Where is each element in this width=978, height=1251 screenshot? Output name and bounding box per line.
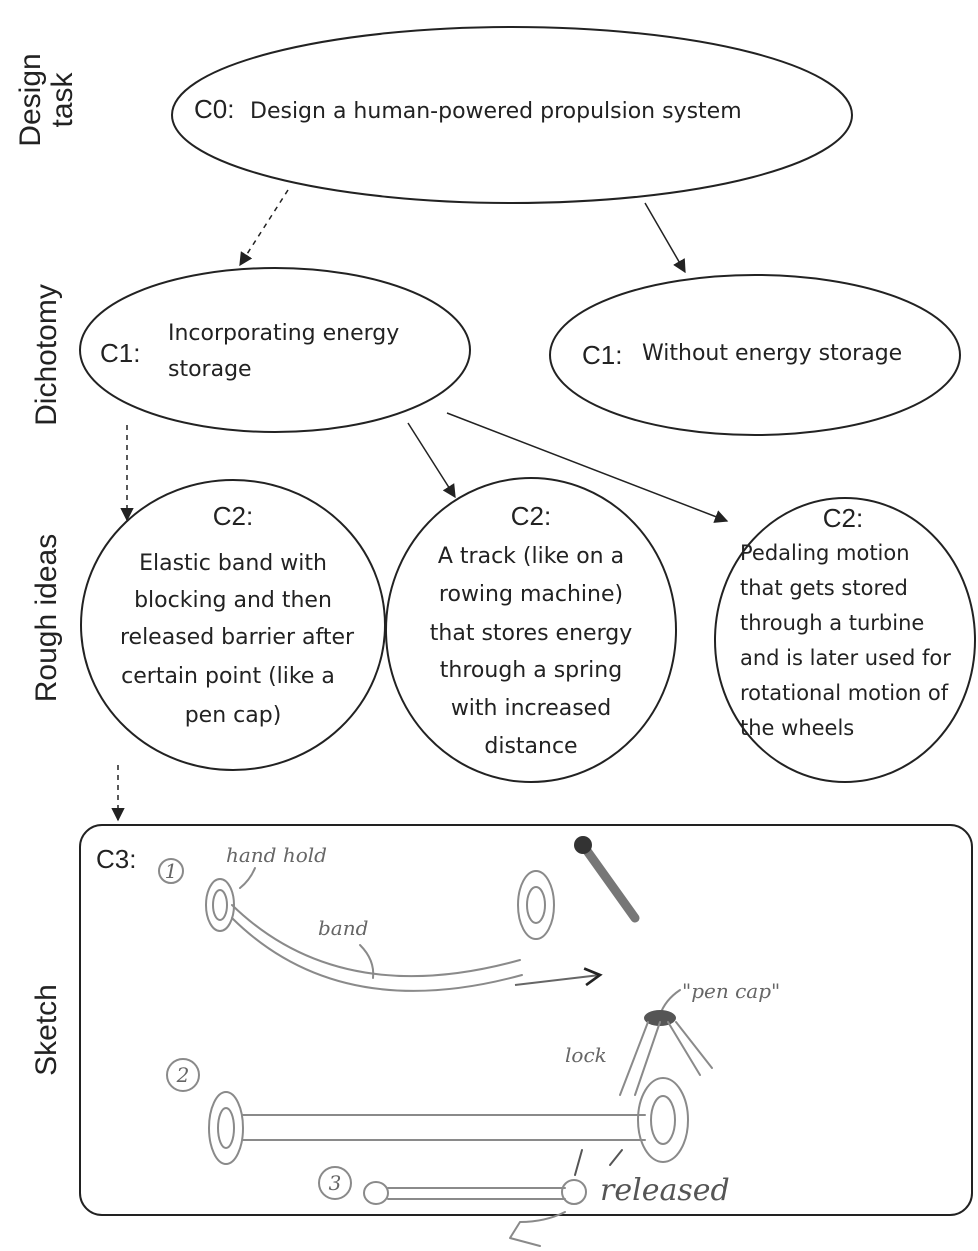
band-pointer: [359, 944, 375, 979]
node-c1-right: C1: Without energy storage: [549, 274, 961, 436]
lock-legs: [619, 1021, 713, 1096]
node-c2-c-tag: C2:: [823, 503, 863, 533]
node-c2-b-line6: distance: [484, 734, 577, 759]
row-label-sketch: Sketch: [30, 984, 63, 1076]
node-c2-c: C2: Pedaling motion that gets stored thr…: [714, 497, 976, 783]
node-c2-b-circle: [385, 477, 677, 783]
node-c3-tag: C3:: [96, 844, 136, 874]
step-2-marker: [166, 1058, 200, 1092]
node-c2-a: C2: Elastic band with blocking and then …: [80, 479, 386, 771]
sketch-step-1: 1 hand hold band: [158, 843, 555, 992]
pen-cap-head: [574, 836, 592, 854]
hand-hold-pointer: [239, 867, 256, 889]
node-c1-right-ellipse: [549, 274, 961, 436]
node-c2-b-tag: C2:: [511, 501, 551, 531]
pen-cap-note: "pen cap": [682, 979, 780, 1003]
step-1-left-grip-inner: [212, 889, 228, 921]
step-1-number: 1: [165, 859, 178, 883]
node-c2-a-line5: pen cap): [185, 703, 282, 728]
node-c3-frame: [79, 824, 973, 1216]
step-2-left-grip-inner: [217, 1107, 235, 1149]
step-2-left-grip: [208, 1091, 244, 1165]
node-c1-right-tag: C1:: [582, 340, 622, 370]
row-label-rough-ideas: Rough ideas: [30, 534, 63, 702]
step-3-number: 3: [329, 1171, 342, 1195]
step-2-number: 2: [176, 1063, 190, 1087]
node-c2-a-circle: [80, 479, 386, 771]
row-label-dichotomy: Dichotomy: [30, 284, 63, 426]
pen-cap-icon: [574, 836, 640, 923]
node-c1-left-line2: storage: [168, 357, 252, 382]
node-c2-c-circle: [714, 497, 976, 783]
node-c2-a-line2: blocking and then: [134, 588, 332, 613]
step-1-right-grip-inner: [526, 886, 546, 924]
step-1-left-grip: [205, 878, 235, 932]
node-c2-a-line1: Elastic band with: [139, 551, 327, 576]
step-1-marker: [158, 858, 184, 884]
node-c2-a-tag: C2:: [213, 501, 253, 531]
sketch-step-2: 2: [166, 1058, 689, 1165]
step-3-left-grip: [363, 1181, 389, 1205]
row-label-design-line1: Design: [14, 53, 47, 146]
arrow-c1-to-c2-c: [446, 412, 729, 523]
step-1-band-bottom: [231, 917, 523, 992]
node-c1-left: C1: Incorporating energy storage: [79, 267, 471, 433]
lock-mechanism-icon: lock: [565, 1010, 713, 1096]
node-c2-a-line3: released barrier after: [120, 625, 355, 650]
row-label-design-line2: task: [46, 71, 79, 127]
hand-hold-note: hand hold: [226, 843, 327, 867]
arrow-c0-to-c1-left: [239, 189, 289, 267]
node-c2-c-line5: rotational motion of: [740, 681, 949, 705]
node-c2-c-line1: Pedaling motion: [740, 541, 910, 565]
node-c2-b-line4: through a spring: [440, 658, 622, 683]
step-1-right-grip: [517, 870, 555, 940]
node-c2-c-line4: and is later used for: [740, 646, 951, 670]
step-3-right-grip: [561, 1179, 587, 1205]
node-c1-left-line1: Incorporating energy: [168, 321, 399, 346]
node-c2-c-line6: the wheels: [740, 716, 854, 740]
node-c0-ellipse: [171, 26, 853, 204]
node-c3-sketch-box: C3: 1 hand hold band "pen cap": [79, 824, 973, 1247]
node-c2-b-line1: A track (like on a: [438, 544, 624, 569]
node-c2-c-line3: through a turbine: [740, 611, 924, 635]
step-2-right-grip-inner: [650, 1095, 676, 1145]
node-c0-tag: C0:: [194, 94, 234, 124]
node-c2-b-line2: rowing machine): [439, 582, 623, 607]
band-note: band: [318, 916, 368, 940]
step-2-right-grip: [637, 1077, 689, 1163]
node-c2-b: C2: A track (like on a rowing machine) t…: [385, 477, 677, 783]
node-c2-b-line5: with increased: [451, 696, 611, 721]
released-note: released: [600, 1173, 730, 1208]
node-c1-left-tag: C1:: [100, 338, 140, 368]
sketch-transition-arrow: [514, 967, 603, 987]
node-c0-text: Design a human-powered propulsion system: [250, 99, 742, 124]
row-label-design-task: Design task: [14, 53, 79, 146]
release-arrows-icon: [574, 1149, 623, 1176]
sketch-step-3: 3 released: [318, 1149, 730, 1247]
arrow-c1-to-c2-b: [407, 422, 456, 499]
step-3-marker: [318, 1166, 352, 1200]
node-c2-b-line3: that stores energy: [430, 621, 632, 646]
pen-cap-body: [580, 843, 640, 923]
node-c1-right-text: Without energy storage: [642, 341, 902, 366]
node-c2-a-line4: certain point (like a: [121, 664, 335, 689]
lock-note: lock: [565, 1043, 607, 1067]
step-1-band-top: [231, 904, 521, 978]
node-c0: C0: Design a human-powered propulsion sy…: [171, 26, 853, 204]
release-base-stroke: [509, 1211, 566, 1247]
node-c2-c-line2: that gets stored: [740, 576, 908, 600]
arrow-c0-to-c1-right: [644, 202, 686, 274]
node-c1-left-ellipse: [79, 267, 471, 433]
step-3-band: [387, 1187, 566, 1200]
